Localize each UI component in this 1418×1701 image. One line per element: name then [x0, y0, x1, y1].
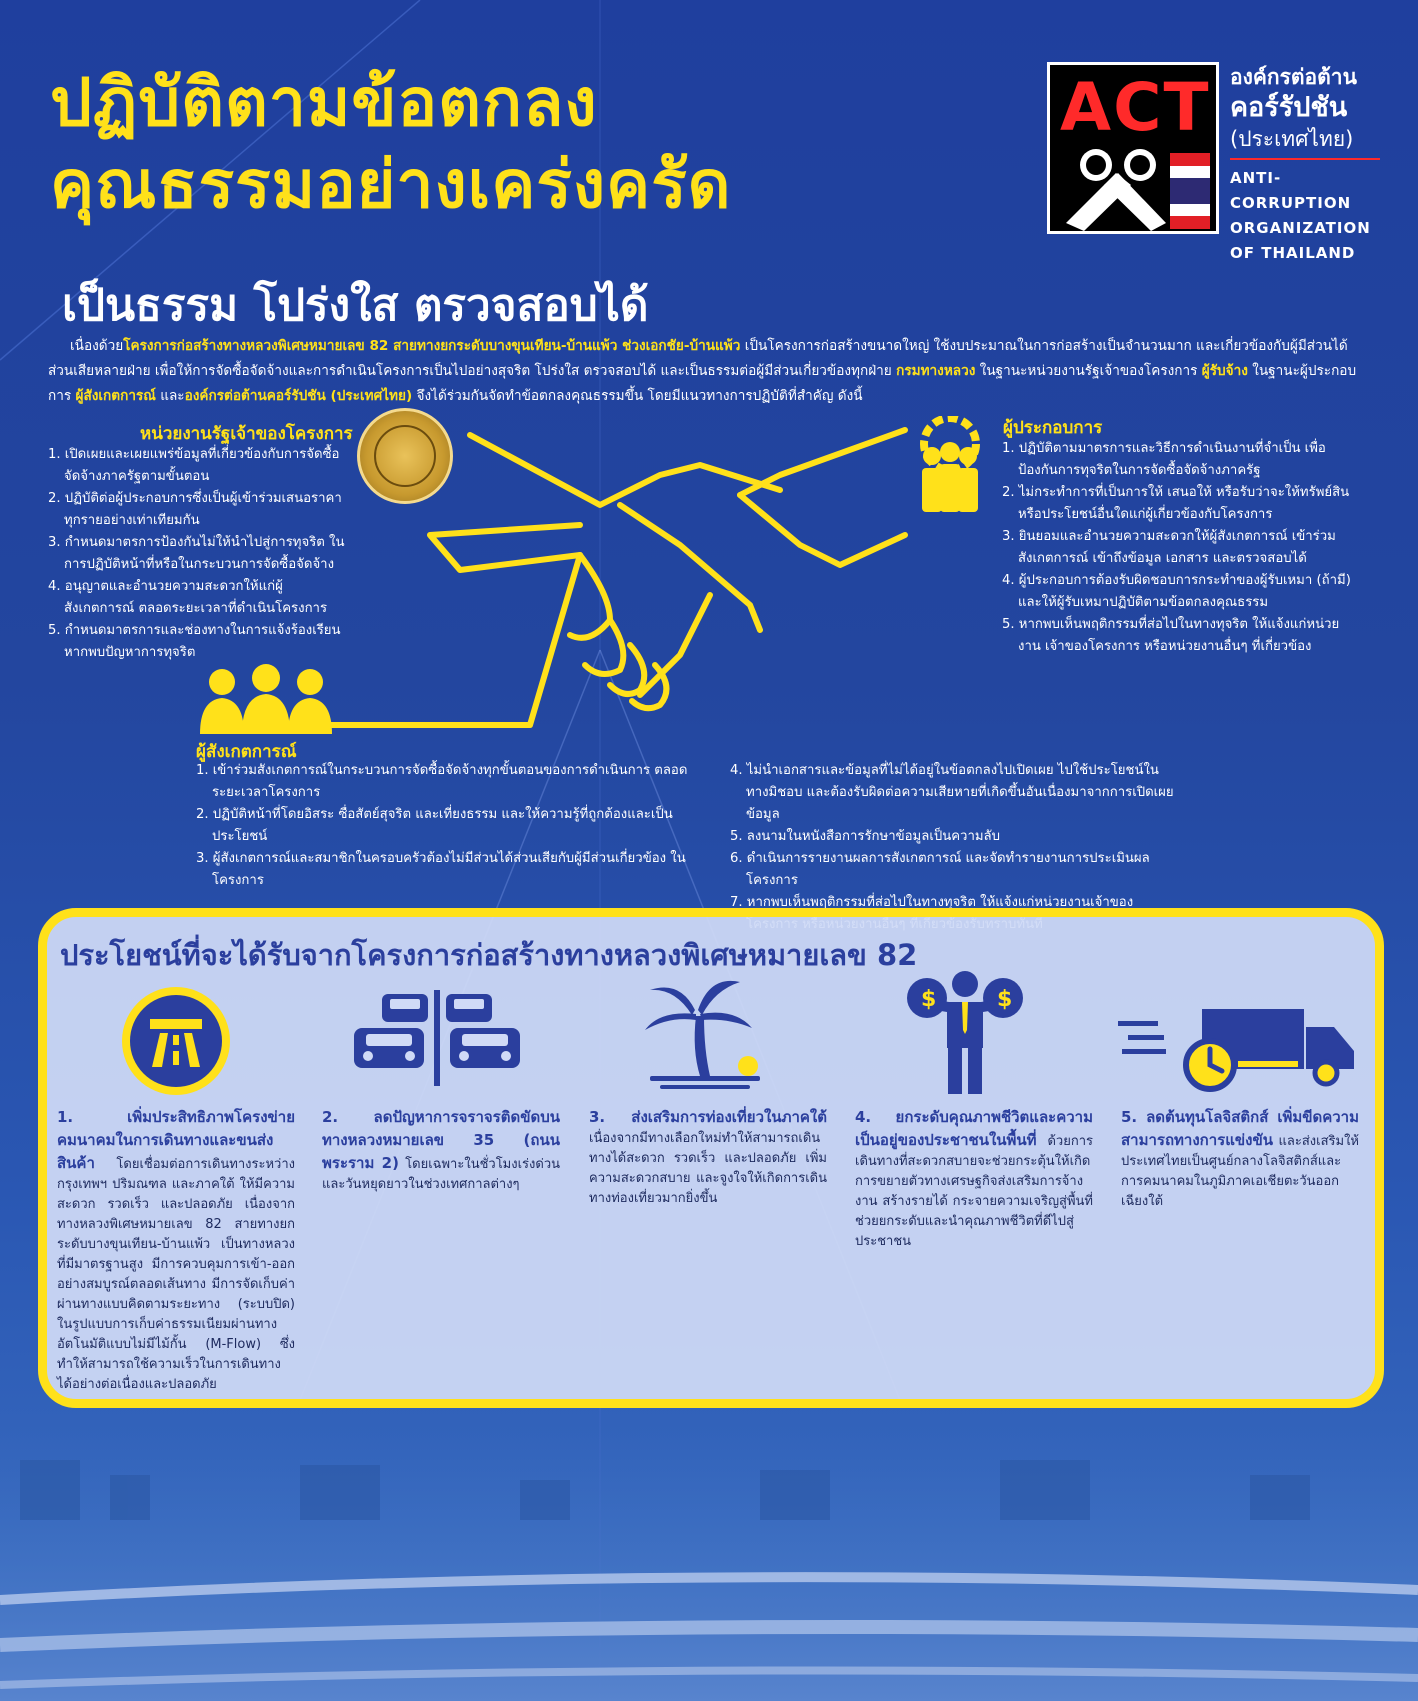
subtitle: เป็นธรรม โปร่งใส ตรวจสอบได้: [62, 280, 649, 331]
benefit-item-1: 1. เพิ่มประสิทธิภาพโครงข่ายคมนาคมในการเด…: [57, 1106, 295, 1395]
list-item: 4. ผู้ประกอบการต้องรับผิดชอบการกระทำของผ…: [1002, 573, 1351, 610]
palm-beach-icon: [645, 980, 760, 1089]
svg-text:$: $: [997, 987, 1012, 1012]
intro-text: จึงได้ร่วมกันจัดทำข้อตกลงคุณธรรมขึ้น โดย…: [412, 388, 863, 404]
highway-photo-backdrop: [0, 1420, 1418, 1701]
benefit-item-3: 3. ส่งเสริมการท่องเที่ยวในภาคใต้ เนื่องจ…: [589, 1106, 827, 1209]
list-item: 3. ผู้สังเกตการณ์และสมาชิกในครอบครัวต้อง…: [196, 851, 686, 888]
benefit-body: โดยเชื่อมต่อการเดินทางระหว่างกรุงเทพฯ ปร…: [57, 1157, 295, 1392]
crossed-fists-icon: [1066, 149, 1166, 231]
handshake-icon: [307, 427, 908, 728]
logo-en-line2: ORGANIZATION: [1230, 219, 1371, 237]
benefit-body: โดยเฉพาะในชั่วโมงเร่งด่วนและวันหยุดยาวใน…: [322, 1157, 560, 1192]
intro-observer: ผู้สังเกตการณ์: [75, 388, 156, 404]
observer-list-left: 1. เข้าร่วมสังเกตการณ์ในกระบวนการจัดซื้อ…: [196, 760, 716, 892]
svg-text:$: $: [921, 987, 936, 1012]
benefit-body: ด้วยการเดินทางที่สะดวกสบายจะช่วยกระตุ้นใ…: [855, 1134, 1093, 1249]
operator-title: ผู้ประกอบการ: [1003, 418, 1103, 438]
intro-text: เป็นโครงการก่อสร้างขนาดใหญ่ ใช้งบประมาณใ…: [48, 338, 1348, 379]
list-item: 1. เข้าร่วมสังเกตการณ์ในกระบวนการจัดซื้อ…: [196, 763, 688, 800]
logo-en-line3: OF THAILAND: [1230, 244, 1356, 262]
title-block: ปฏิบัติตามข้อตกลง คุณธรรมอย่างเคร่งครัด: [50, 62, 1040, 226]
list-item: 4. อนุญาตและอำนวยความสะดวกให้แก่ผู้สังเก…: [48, 579, 328, 616]
businessman-money-icon: $ $: [907, 971, 1023, 1094]
logo-th-line2: คอร์รัปชัน: [1230, 92, 1348, 123]
agency-list: 1. เปิดเผยและเผยแพร่ข้อมูลที่เกี่ยวข้องก…: [48, 444, 348, 664]
intro-highway-dept: กรมทางหลวง: [896, 363, 976, 379]
list-item: 2. ไม่กระทำการที่เป็นการให้ เสนอให้ หรือ…: [1002, 485, 1350, 522]
benefit-heading: 3. ส่งเสริมการท่องเที่ยวในภาคใต้: [589, 1108, 827, 1126]
traffic-cars-icon: [354, 990, 520, 1086]
thai-flag-icon: [1170, 153, 1210, 229]
intro-text: และ: [155, 388, 185, 404]
list-item: 4. ไม่นำเอกสารและข้อมูลที่ไม่ได้อยู่ในข้…: [730, 763, 1174, 822]
benefit-heading: 1. เพิ่มประสิทธิภาพโครงข่ายคมนาคมในการเด…: [57, 1108, 295, 1172]
intro-text: ในฐานะหน่วยงานรัฐเจ้าของโครงการ: [975, 363, 1202, 379]
highway-icon: [122, 987, 230, 1095]
act-logo-mark: ACT: [1060, 69, 1211, 146]
observer-list-right: 4. ไม่นำเอกสารและข้อมูลที่ไม่ได้อยู่ในข้…: [730, 760, 1180, 936]
list-item: 3. กำหนดมาตรการป้องกันไม่ให้นำไปสู่การทุ…: [48, 535, 345, 572]
list-item: 5. หากพบเห็นพฤติกรรมที่ส่อไปในทางทุจริต …: [1002, 617, 1340, 654]
act-logo: ACT: [1047, 62, 1219, 234]
act-logo-text: องค์กรต่อต้าน คอร์รัปชัน (ประเทศไทย) ANT…: [1230, 62, 1380, 266]
list-item: 2. ปฏิบัติหน้าที่โดยอิสระ ซื่อสัตย์สุจริ…: [196, 807, 673, 844]
intro-project-name: โครงการก่อสร้างทางหลวงพิเศษหมายเลข 82 สา…: [123, 338, 741, 354]
list-item: 1. เปิดเผยและเผยแพร่ข้อมูลที่เกี่ยวข้องก…: [48, 447, 340, 484]
intro-text: เนื่องด้วย: [70, 338, 124, 354]
benefits-title: ประโยชน์ที่จะได้รับจากโครงการก่อสร้างทาง…: [60, 938, 918, 972]
title-line-2: คุณธรรมอย่างเคร่งครัด: [50, 146, 732, 223]
benefit-body: และส่งเสริมให้ประเทศไทยเป็นศูนย์กลางโลจิ…: [1121, 1134, 1359, 1209]
benefit-item-5: 5. ลดต้นทุนโลจิสติกส์ เพิ่มขีดความสามารถ…: [1121, 1106, 1359, 1212]
delivery-truck-clock-icon: [1118, 1009, 1354, 1092]
seal-inner-ring: [374, 425, 436, 487]
logo-th-line3: (ประเทศไทย): [1230, 127, 1354, 151]
benefit-item-4: 4. ยกระดับคุณภาพชีวิตและความเป็นอยู่ของป…: [855, 1106, 1093, 1252]
department-of-highways-seal-icon: [357, 408, 453, 504]
logo-en-line1: ANTI-CORRUPTION: [1230, 169, 1352, 212]
intro-paragraph: เนื่องด้วยโครงการก่อสร้างทางหลวงพิเศษหมา…: [48, 334, 1368, 409]
list-item: 6. ดำเนินการรายงานผลการสังเกตการณ์ และจั…: [730, 851, 1150, 888]
list-item: 5. ลงนามในหนังสือการรักษาข้อมูลเป็นความล…: [730, 829, 1000, 844]
list-item: 3. ยินยอมและอำนวยความสะดวกให้ผู้สังเกตกา…: [1002, 529, 1336, 566]
agency-title: หน่วยงานรัฐเจ้าของโครงการ: [140, 424, 353, 444]
benefit-item-2: 2. ลดปัญหาการจราจรติดขัดบนทางหลวงหมายเลข…: [322, 1106, 560, 1195]
observer-title: ผู้สังเกตการณ์: [196, 742, 297, 762]
operator-list: 1. ปฏิบัติตามมาตรการและวิธีการดำเนินงานท…: [1002, 438, 1362, 658]
logo-divider: [1230, 158, 1380, 160]
workers-gear-icon: [920, 416, 980, 512]
intro-text: ในฐานะผู้ประกอบการ: [48, 363, 1357, 404]
benefit-heading: 5. ลดต้นทุนโลจิสติกส์ เพิ่มขีดความสามารถ…: [1121, 1108, 1359, 1149]
list-item: 5. กำหนดมาตรการและช่องทางในการแจ้งร้องเร…: [48, 623, 341, 660]
intro-contractor: ผู้รับจ้าง: [1201, 363, 1248, 379]
observers-group-icon: [200, 664, 332, 734]
list-item: 1. ปฏิบัติตามมาตรการและวิธีการดำเนินงานท…: [1002, 441, 1326, 478]
benefit-heading: 2. ลดปัญหาการจราจรติดขัดบนทางหลวงหมายเลข…: [322, 1108, 560, 1172]
benefit-heading: 4. ยกระดับคุณภาพชีวิตและความเป็นอยู่ของป…: [855, 1108, 1093, 1149]
benefit-body: เนื่องจากมีทางเลือกใหม่ทำให้สามารถเดินทา…: [589, 1131, 827, 1206]
logo-th-line1: องค์กรต่อต้าน: [1230, 65, 1357, 89]
title-line-1: ปฏิบัติตามข้อตกลง: [50, 64, 598, 141]
list-item: 2. ปฏิบัติต่อผู้ประกอบการซึ่งเป็นผู้เข้า…: [48, 491, 342, 528]
intro-act: องค์กรต่อต้านคอร์รัปชัน (ประเทศไทย): [184, 388, 413, 404]
